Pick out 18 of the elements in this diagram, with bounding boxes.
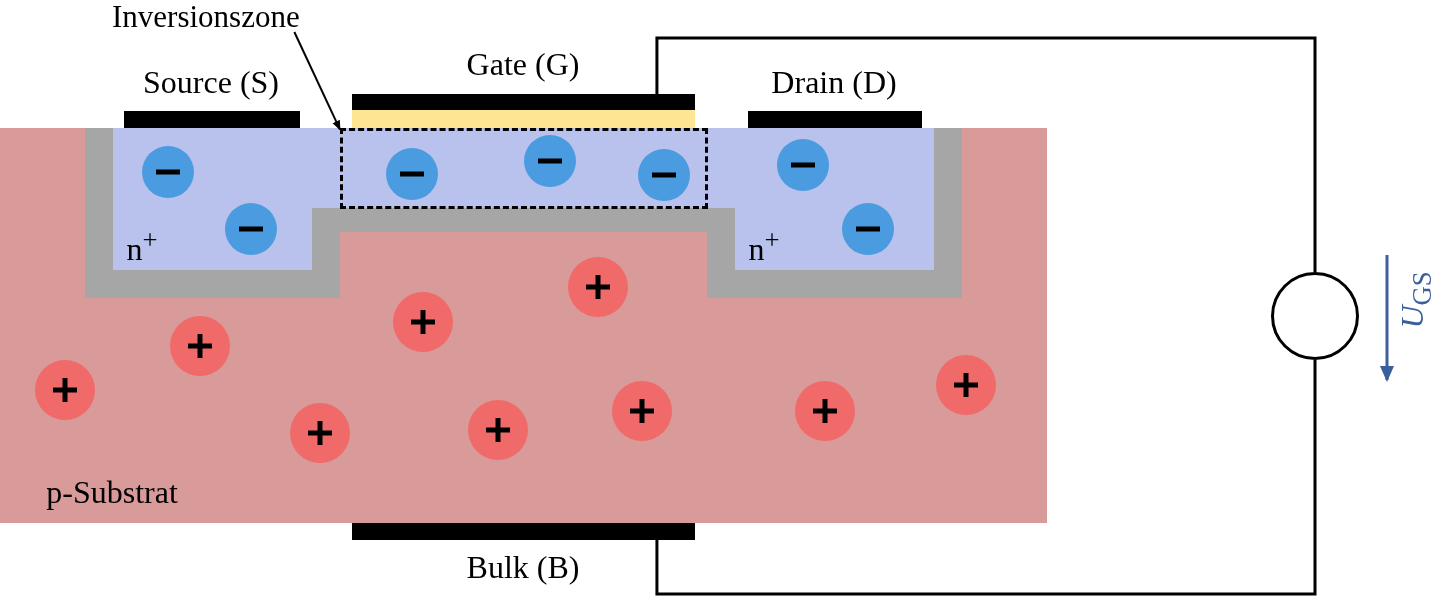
electrode-bar bbox=[352, 523, 695, 540]
electrode-label: Source (S) bbox=[143, 66, 279, 98]
leader-line bbox=[293, 31, 341, 131]
doping-label: n$^{+}$ bbox=[126, 226, 158, 266]
annotation-text: Inversionszone bbox=[112, 1, 300, 32]
electrode-label: Drain (D) bbox=[771, 66, 897, 98]
region-label: p-Substrat bbox=[46, 476, 178, 508]
wire bbox=[655, 36, 1317, 272]
oxide-layer bbox=[352, 110, 695, 128]
inversion-zone-region bbox=[340, 128, 708, 209]
wire bbox=[655, 360, 1317, 596]
electrode-label: Bulk (B) bbox=[466, 551, 580, 583]
electrode-bar bbox=[352, 94, 695, 110]
electrode-label: Gate (G) bbox=[466, 48, 580, 80]
voltage-source-symbol bbox=[1271, 272, 1359, 360]
electrode-bar bbox=[748, 111, 922, 128]
electrode-bar bbox=[124, 111, 300, 128]
doping-label: n$^{+}$ bbox=[748, 226, 780, 266]
